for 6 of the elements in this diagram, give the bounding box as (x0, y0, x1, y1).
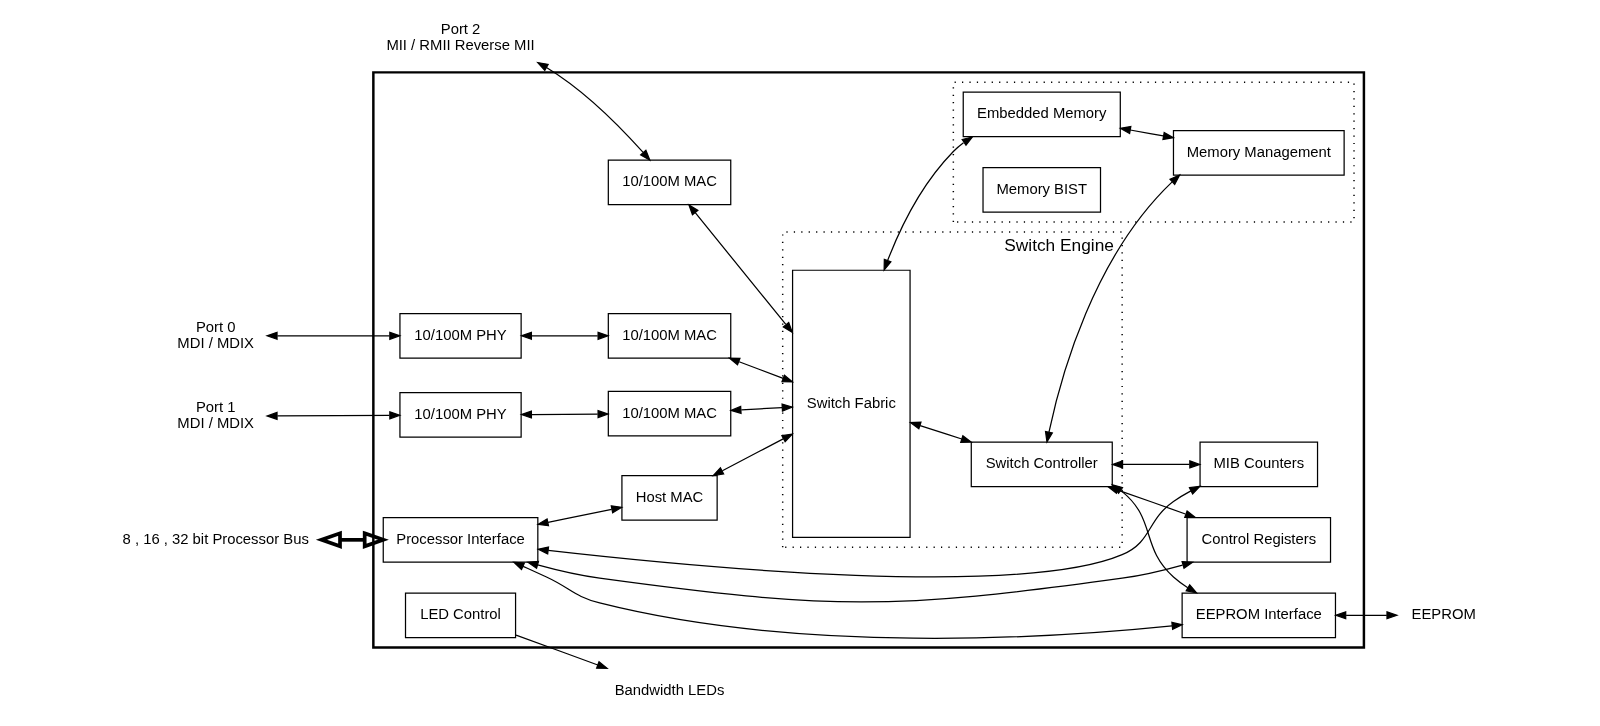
node-text: EEPROM (1411, 606, 1476, 623)
node-text: Port 1 MDI / MDIX (177, 398, 254, 432)
node-text: Port 0 MDI / MDIX (177, 318, 254, 351)
node-text: Bandwidth LEDs (614, 681, 725, 698)
node-text: 8 , 16 , 32 bit Processor Bus (122, 530, 309, 547)
node-text: Port 2 MII / RMII Reverse MII (386, 20, 535, 53)
